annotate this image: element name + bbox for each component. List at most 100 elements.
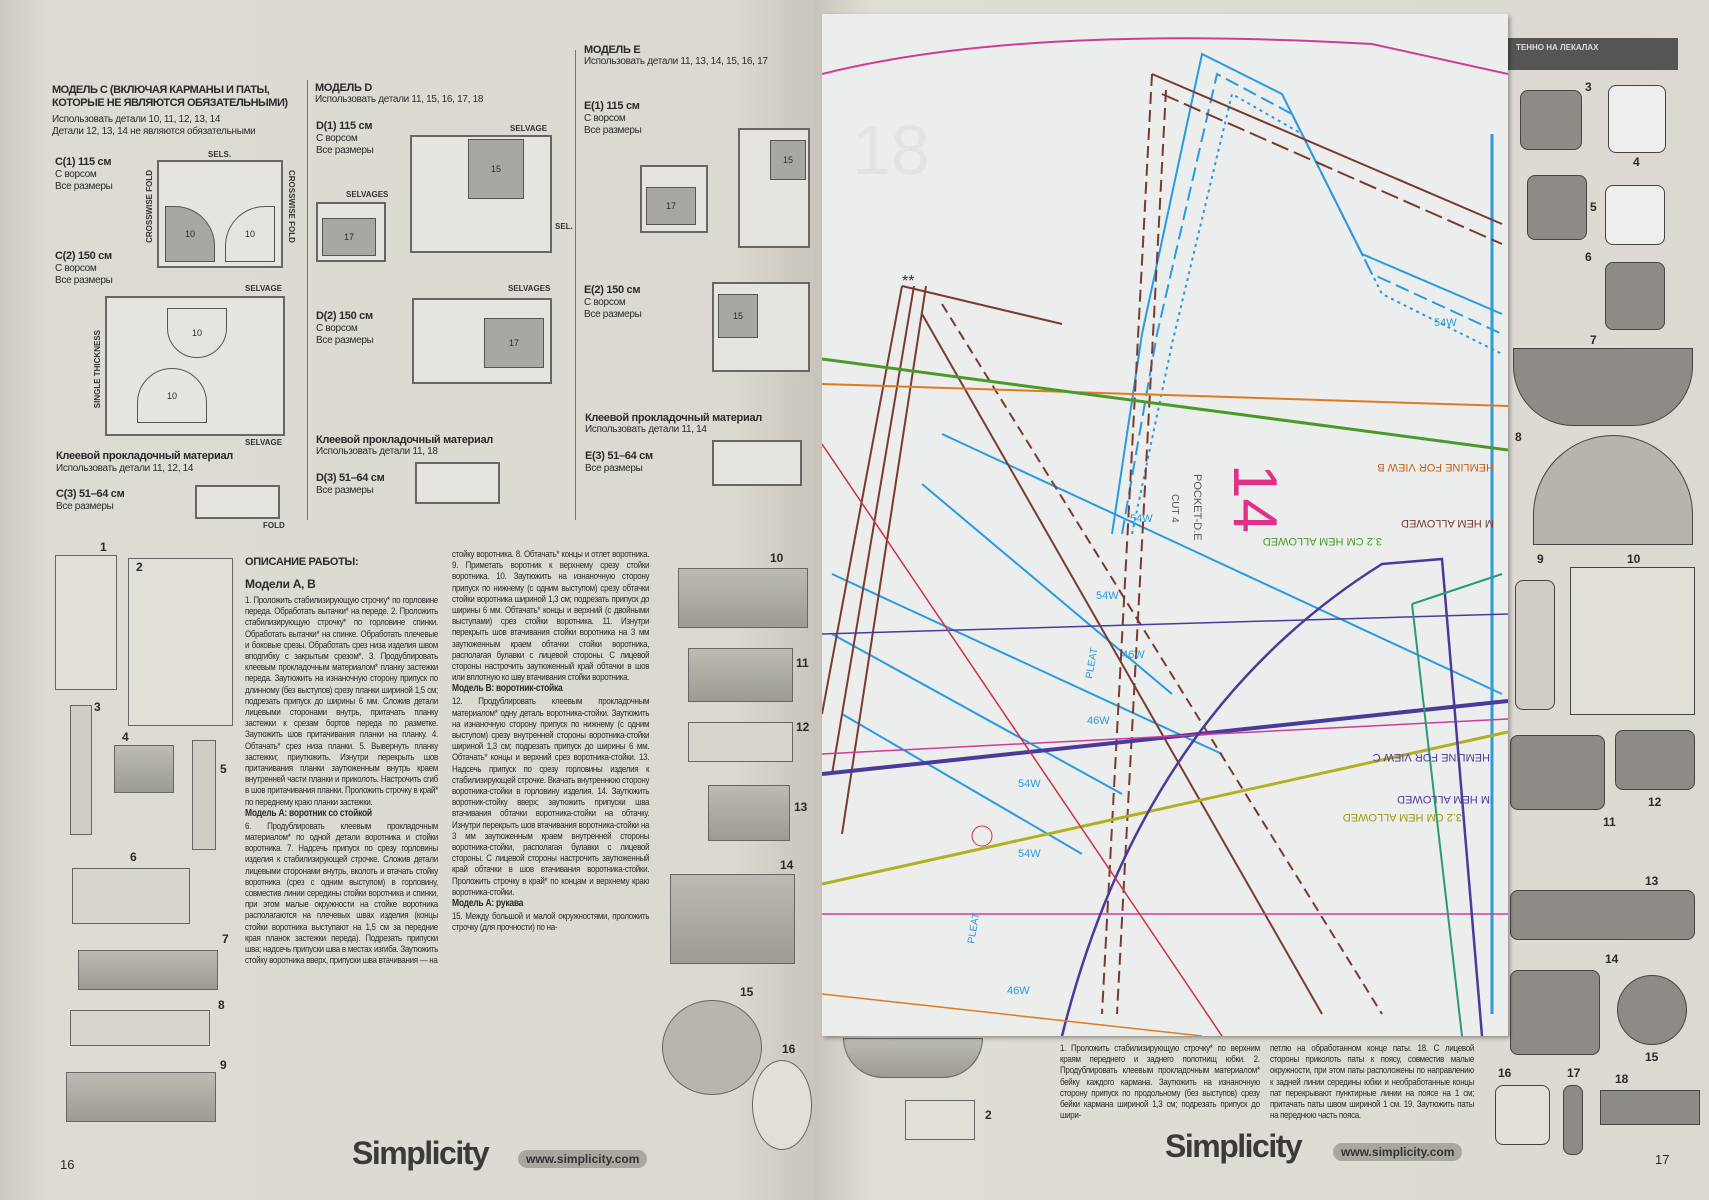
pattern-line-orange-thin <box>822 993 1203 1036</box>
model-e2-block: E(2) 150 см С ворсом Все размеры <box>584 284 642 321</box>
step-number: 2 <box>136 560 143 574</box>
cutting-layout-e1a: 17 <box>640 165 708 233</box>
step-number: 9 <box>1537 552 1544 566</box>
step-illustration <box>670 874 795 964</box>
sizes-label: Все размеры <box>316 145 374 156</box>
cutting-layout-c2: 10 10 <box>105 296 285 436</box>
step-number: 16 <box>1498 1066 1512 1080</box>
nap-label: С ворсом <box>316 133 358 144</box>
step-illustration <box>1495 1085 1550 1145</box>
size-label-54w: 54W <box>1018 778 1041 790</box>
step-number: 6 <box>130 850 137 864</box>
pattern-line-red <box>822 443 1223 1036</box>
instructions-text: 12. Продублировать клеевым прокладочным … <box>452 695 650 897</box>
step-illustration <box>1608 85 1666 153</box>
step-illustration <box>1510 890 1695 940</box>
model-d2-label: D(2) 150 см <box>316 310 373 322</box>
hem-allowance-label: 3.2 CM HEM ALLOWED <box>1343 811 1462 823</box>
sels-label: SELS. <box>208 150 232 159</box>
pattern-cut-count: CUT 4 <box>1169 494 1180 523</box>
step-number: 8 <box>1515 430 1522 444</box>
step-number: 11 <box>1603 815 1616 829</box>
step-number: 3 <box>1585 80 1592 94</box>
pocket-outline <box>1060 557 1484 1036</box>
simplicity-url[interactable]: www.simplicity.com <box>518 1150 648 1168</box>
pattern-piece-name: POCKET-D.E <box>1191 474 1203 541</box>
model-c2-label: C(2) 150 см <box>55 250 112 262</box>
crosswise-fold-label: CROSSWISE FOLD <box>145 170 154 243</box>
step-illustration <box>72 868 190 924</box>
pattern-line-purple-thin <box>822 613 1508 635</box>
step-number: 6 <box>1585 250 1592 264</box>
pleat-label: PLEAT <box>1084 647 1100 679</box>
step-number: 1 <box>100 540 107 554</box>
selvages-label: SELVAGES <box>508 284 551 293</box>
step-number: 8 <box>218 998 225 1012</box>
pattern-line-green <box>822 357 1508 452</box>
step-illustration <box>66 1072 216 1122</box>
step-illustration <box>192 740 216 850</box>
step-number: 18 <box>1615 1072 1629 1086</box>
instructions-subheading: Модель В: воротник-стойка <box>452 683 563 695</box>
nap-label: С ворсом <box>55 169 97 180</box>
simplicity-logo: Simplicity <box>352 1135 490 1171</box>
model-c-interfacing-use: Использовать детали 11, 12, 14 <box>56 463 194 474</box>
step-illustration <box>662 1000 762 1095</box>
model-d3-block: D(3) 51–64 см Все размеры <box>316 472 385 497</box>
pattern-sheet: 18 ** 14 P <box>822 14 1508 1036</box>
step-illustration <box>1515 580 1555 710</box>
model-d1-label: D(1) 115 см <box>316 120 373 132</box>
left-page: МОДЕЛЬ С (ВКЛЮЧАЯ КАРМАНЫ И ПАТЫ, КОТОРЫ… <box>0 0 815 1200</box>
instructions-column-1: 1. Проложить стабилизирующую строчку* по… <box>1060 1042 1260 1120</box>
size-label-54w: 54W <box>1130 513 1153 525</box>
pattern-line-pink <box>822 718 1508 755</box>
step-number: 17 <box>1567 1066 1581 1080</box>
pattern-lines-brown <box>822 73 1503 1015</box>
model-d-interfacing-use: Использовать детали 11, 18 <box>316 446 438 457</box>
model-c1-label: C(1) 115 см <box>55 156 112 168</box>
model-c1-block: C(1) 115 см С ворсом Все размеры <box>55 156 115 193</box>
step-illustration <box>1605 262 1665 330</box>
notch-stars: ** <box>902 273 914 290</box>
sizes-label: Все размеры <box>316 485 374 496</box>
step-number: 14 <box>1605 952 1619 966</box>
pattern-piece-number: 14 <box>1220 464 1289 533</box>
notch-circle <box>971 825 993 847</box>
step-number: 5 <box>220 762 227 776</box>
model-d1-block: D(1) 115 см С ворсом Все размеры <box>316 120 374 157</box>
selvage-label: SELVAGE <box>245 438 283 447</box>
model-d-use: Использовать детали 11, 15, 16, 17, 18 <box>315 94 484 105</box>
step-number: 3 <box>94 700 101 714</box>
selvages-label: SELVAGES <box>346 190 389 199</box>
step-illustration <box>688 648 793 702</box>
column-divider <box>575 50 576 520</box>
step-illustration <box>55 555 117 690</box>
step-number: 2 <box>985 1108 992 1122</box>
instructions-text: 1. Проложить стабилизирующую строчку* по… <box>245 594 438 807</box>
step-illustration <box>1527 175 1587 240</box>
interfacing-layout-e <box>712 440 802 486</box>
step-number: 15 <box>740 985 754 999</box>
instructions-subheading: Модели А, В <box>245 577 316 591</box>
cutting-layout-d2: 17 <box>412 298 552 384</box>
instructions-text: 6. Продублировать клеевым прокладочным м… <box>245 819 438 966</box>
step-number: 13 <box>1645 874 1659 888</box>
step-number: 7 <box>222 932 229 946</box>
crosswise-fold-label: CROSSWISE FOLD <box>287 170 296 243</box>
instructions-text: стойку воротника. 8. Обтачать* концы и о… <box>452 548 650 683</box>
hemline-view-b-label: HEMLINE FOR VIEW B <box>1377 461 1494 473</box>
step-illustration <box>70 1010 210 1046</box>
simplicity-url[interactable]: www.simplicity.com <box>1333 1143 1463 1161</box>
step-number: 9 <box>220 1058 227 1072</box>
model-c-interfacing: Клеевой прокладочный материал <box>56 450 233 462</box>
step-number: 11 <box>796 656 809 670</box>
step-illustration <box>114 745 174 793</box>
sizes-label: Все размеры <box>56 501 114 512</box>
model-e-interfacing-use: Использовать детали 11, 14 <box>585 424 707 435</box>
sizes-label: Все размеры <box>585 463 643 474</box>
pattern-line-magenta <box>822 37 1508 75</box>
model-e2-label: E(2) 150 см <box>584 284 641 296</box>
step-number: 10 <box>770 551 784 565</box>
step-number: 15 <box>1645 1050 1659 1064</box>
step-number: 10 <box>1627 552 1641 566</box>
